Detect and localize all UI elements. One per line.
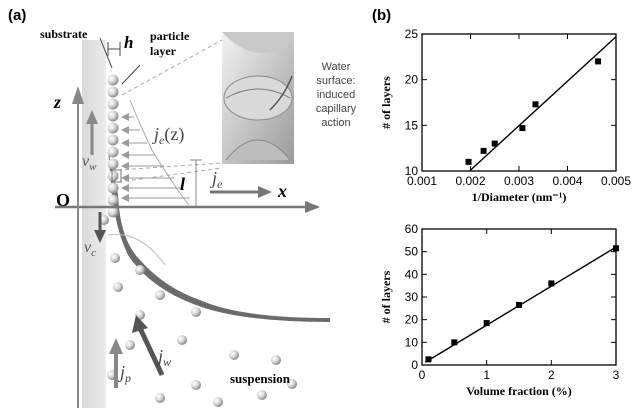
- x-tick-label: 0.003: [504, 174, 534, 188]
- z-axis-label: z: [53, 92, 61, 112]
- suspension-particles: [107, 253, 297, 407]
- y-tick-label: 25: [405, 27, 419, 41]
- x-tick-label: 0: [419, 368, 426, 382]
- jw-arrow: [137, 326, 165, 377]
- particle-label-2: layer: [150, 44, 177, 58]
- meniscus-surface: [108, 150, 330, 322]
- plot-frame: [421, 33, 617, 172]
- flux-arrows: [121, 113, 190, 202]
- zoom-lines: [117, 39, 223, 183]
- data-point: [516, 301, 522, 308]
- x-axis-arrowhead: [305, 201, 320, 213]
- substrate-label: substrate: [40, 27, 88, 41]
- x-tick-label: 1: [483, 368, 490, 382]
- data-point: [480, 147, 487, 154]
- x-tick-label: 3: [613, 368, 620, 382]
- chart-diameter: 0.001 0.002 0.003 0.004 0.005 10 15 20 25 1/Diame…: [379, 27, 631, 204]
- data-point: [519, 125, 526, 132]
- x-tick-label: 0.002: [455, 174, 485, 188]
- data-point: [451, 339, 458, 346]
- svg-text:action: action: [321, 117, 350, 129]
- data-point: [491, 140, 498, 147]
- svg-text:Water: Water: [322, 61, 351, 73]
- zoom-box: [111, 169, 122, 183]
- panel-b-label: (b): [372, 7, 391, 24]
- suspension-label: suspension: [230, 371, 291, 386]
- y-tick-label: 15: [405, 118, 419, 132]
- vc-label: vc: [84, 239, 96, 259]
- panel-a-label: (a): [8, 7, 26, 24]
- y-tick-label: 60: [405, 222, 419, 236]
- h-label: h: [124, 33, 133, 52]
- y-tick-label: 50: [405, 245, 419, 259]
- particle-label-1: particle: [150, 29, 190, 43]
- inset-caption: Water surface: induced capillary action: [316, 61, 357, 129]
- meniscus-inner: [107, 233, 166, 266]
- x-axis-title: Volume fraction (%): [466, 384, 572, 398]
- x-tick-label: 0.004: [552, 174, 582, 188]
- data-point: [465, 158, 472, 165]
- particle-layer-pointer: [121, 64, 141, 85]
- y-tick-label: 40: [405, 267, 419, 281]
- x-axis-label: x: [277, 181, 287, 201]
- l-label: l: [180, 174, 185, 194]
- x-tick-label: 2: [548, 368, 555, 382]
- vw-label: vw: [82, 153, 97, 173]
- jw-label: jw: [156, 346, 171, 369]
- svg-text:induced: induced: [317, 89, 356, 101]
- y-tick-label: 10: [405, 335, 419, 349]
- data-point: [483, 320, 490, 327]
- y-tick-label: 20: [405, 73, 419, 87]
- jp-label: jp: [118, 362, 131, 385]
- svg-text:surface:: surface:: [316, 75, 355, 87]
- z-axis-arrowhead: [72, 86, 84, 104]
- data-point: [532, 101, 539, 108]
- origin-label: O: [56, 190, 70, 210]
- inset-capillary-image: [222, 32, 294, 164]
- x-axis-title: 1/Diameter (nm⁻¹): [472, 190, 567, 204]
- fit-line: [469, 36, 617, 172]
- je-profile-curve: [129, 99, 191, 208]
- y-axis-title: # of layers: [379, 270, 393, 323]
- svg-text:capillary: capillary: [316, 103, 357, 115]
- y-axis-title: # of layers: [379, 76, 393, 129]
- data-point: [595, 58, 602, 65]
- y-tick-label: 10: [405, 164, 419, 178]
- data-point: [613, 245, 619, 252]
- x-tick-label: 0.001: [407, 174, 437, 188]
- y-tick-label: 30: [405, 290, 419, 304]
- y-tick-label: 20: [405, 313, 419, 327]
- substrate-pointer: [99, 37, 113, 69]
- je-z-label: je(z): [152, 124, 184, 147]
- je-label: je: [210, 168, 223, 191]
- panel-a: (a): [8, 7, 357, 408]
- y-tick-label: 0: [411, 358, 418, 372]
- data-point: [425, 356, 432, 363]
- plot-frame: [421, 228, 617, 366]
- data-point: [548, 280, 555, 287]
- x-tick-label: 0.005: [601, 174, 631, 188]
